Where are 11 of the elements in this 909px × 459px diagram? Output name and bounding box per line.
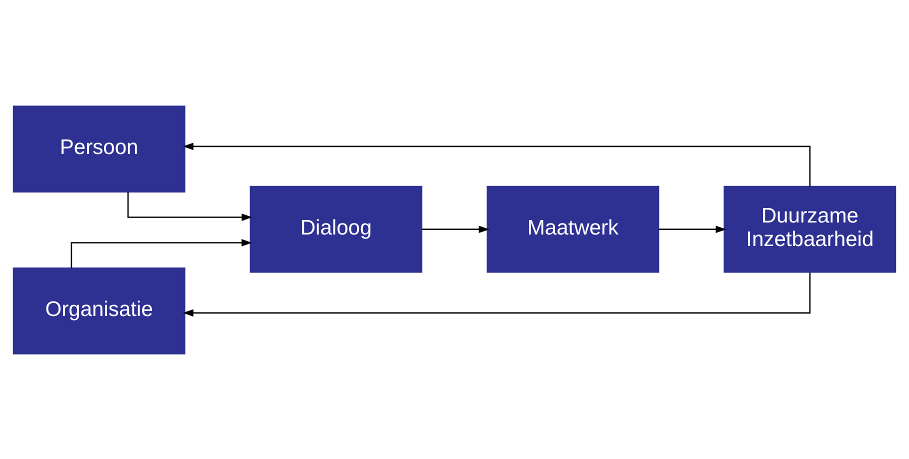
arrow <box>182 142 811 186</box>
arrow <box>127 191 252 220</box>
node-box: Dialoog <box>250 185 422 272</box>
node-box: Duurzame Inzetbaarheid <box>724 185 896 272</box>
node-box: Maatwerk <box>486 185 660 272</box>
node-box: Persoon <box>12 105 186 192</box>
node-box: Organisatie <box>12 267 186 354</box>
arrow <box>70 238 252 268</box>
arrow <box>658 225 726 233</box>
arrow <box>422 225 490 233</box>
arrow <box>182 272 811 316</box>
